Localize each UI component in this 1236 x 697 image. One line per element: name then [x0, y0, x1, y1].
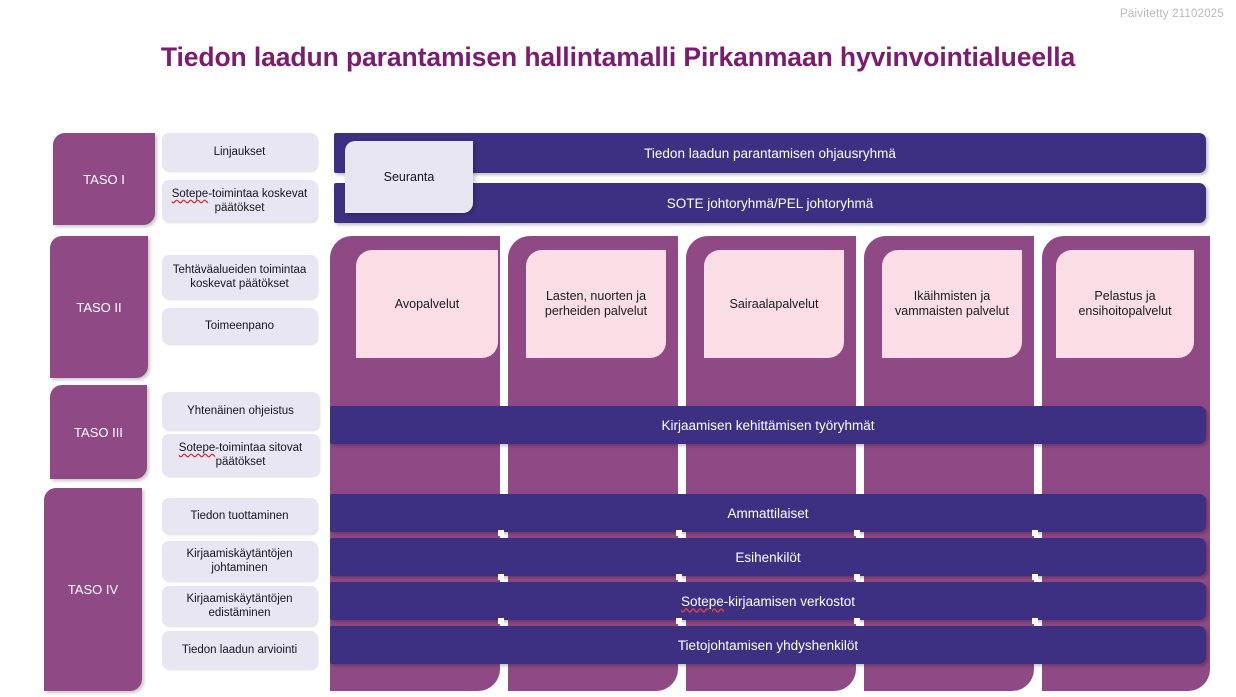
chip-tehtavaalueiden[interactable]: Tehtäväalueiden toimintaa koskevat päätö… — [162, 255, 317, 299]
bar-label-esihenkilot: Esihenkilöt — [735, 549, 801, 565]
selection-handle[interactable] — [854, 530, 860, 536]
bar-label-sote-johtoryhma: SOTE johtoryhmä/PEL johtoryhmä — [666, 195, 874, 211]
chip-label-tehtavaalueiden: Tehtäväalueiden toimintaa koskevat päätö… — [172, 264, 307, 290]
level-label-taso-i: TASO I — [83, 171, 125, 187]
level-label-taso-iii: TASO III — [74, 424, 123, 440]
chip-label-kirjaamiskaytantojen-johtaminen: Kirjaamiskäytäntöjen johtaminen — [186, 548, 293, 574]
chip-tiedon-tuottaminen[interactable]: Tiedon tuottaminen — [162, 498, 317, 534]
selection-handle[interactable] — [498, 618, 504, 624]
spellcheck-underlined-word: Sotepe — [178, 442, 216, 454]
chip-linjaukset[interactable]: Linjaukset — [162, 133, 317, 171]
service-box-5[interactable]: Pelastus ja ensihoitopalvelut — [1056, 250, 1194, 358]
chip-label-kirjaamiskaytantojen-edistaminen: Kirjaamiskäytäntöjen edistäminen — [186, 593, 293, 619]
bar-ohjausryhma[interactable]: Tiedon laadun parantamisen ohjausryhmä — [334, 133, 1206, 173]
chip-label-yhtenainen-ohjeistus: Yhtenäinen ohjeistus — [187, 405, 294, 417]
bar-sote-johtoryhma[interactable]: SOTE johtoryhmä/PEL johtoryhmä — [334, 183, 1206, 223]
level-block-taso-iv[interactable]: TASO IV — [44, 488, 142, 691]
service-box-4[interactable]: Ikäihmisten ja vammaisten palvelut — [882, 250, 1022, 358]
bar-tietojohtamisen-yhdyshenkilot[interactable]: Tietojohtamisen yhdyshenkilöt — [330, 626, 1206, 664]
bar-sotepe-verkostot[interactable]: Sotepe-kirjaamisen verkostot — [330, 582, 1206, 620]
service-label-5: Pelastus ja ensihoitopalvelut — [1078, 289, 1172, 318]
chip-label-linjaukset: Linjaukset — [213, 146, 266, 158]
chip-label-sotepe-toimintaa-koskevat: Sotepe-toimintaa koskevat päätökset — [168, 187, 311, 215]
service-label-3: Sairaalapalvelut — [729, 296, 819, 311]
page-title: Tiedon laadun parantamisen hallintamalli… — [160, 42, 1076, 72]
selection-handle[interactable] — [676, 530, 682, 536]
chip-tiedon-laadun-arviointi[interactable]: Tiedon laadun arviointi — [162, 631, 317, 669]
chip-kirjaamiskaytantojen-edistaminen[interactable]: Kirjaamiskäytäntöjen edistäminen — [162, 586, 317, 626]
level-label-taso-ii: TASO II — [76, 299, 122, 315]
chip-label-rest: -toimintaa koskevat päätökset — [208, 188, 308, 214]
chip-sotepe-toimintaa-sitovat[interactable]: Sotepe-toimintaa sitovat päätökset — [162, 434, 319, 476]
spellcheck-underlined-word: Sotepe — [680, 593, 724, 609]
level-block-taso-i[interactable]: TASO I — [53, 133, 155, 225]
selection-handle[interactable] — [676, 574, 682, 580]
bar-kirjaamisen-tyoryhmat[interactable]: Kirjaamisen kehittämisen työryhmät — [330, 406, 1206, 444]
chip-label-tiedon-tuottaminen: Tiedon tuottaminen — [190, 510, 289, 522]
bar-ammattilaiset[interactable]: Ammattilaiset — [330, 494, 1206, 532]
selection-handle[interactable] — [498, 530, 504, 536]
chip-label-sotepe-toimintaa-sitovat: Sotepe-toimintaa sitovat päätökset — [168, 441, 313, 469]
chip-toimeenpano[interactable]: Toimeenpano — [162, 308, 317, 344]
service-box-3[interactable]: Sairaalapalvelut — [704, 250, 844, 358]
service-label-1: Avopalvelut — [394, 296, 460, 311]
chip-yhtenainen-ohjeistus[interactable]: Yhtenäinen ohjeistus — [162, 392, 319, 430]
bar-label-ammattilaiset: Ammattilaiset — [727, 505, 809, 521]
selection-handle[interactable] — [1032, 574, 1038, 580]
selection-handle[interactable] — [854, 618, 860, 624]
level-block-taso-iii[interactable]: TASO III — [50, 385, 147, 479]
service-label-4: Ikäihmisten ja vammaisten palvelut — [895, 289, 1009, 318]
updated-timestamp: Päivitetty 21102025 — [1120, 8, 1224, 20]
level-label-taso-iv: TASO IV — [67, 582, 119, 597]
level-block-taso-ii[interactable]: TASO II — [50, 236, 148, 378]
chip-sotepe-toimintaa-koskevat[interactable]: Sotepe-toimintaa koskevat päätökset — [162, 180, 317, 222]
bar-label-tietojohtamisen-yhdyshenkilot: Tietojohtamisen yhdyshenkilöt — [677, 637, 859, 653]
service-box-1[interactable]: Avopalvelut — [356, 250, 498, 358]
chip-label-toimeenpano: Toimeenpano — [204, 320, 275, 332]
chip-label-tiedon-laadun-arviointi: Tiedon laadun arviointi — [181, 644, 298, 656]
spellcheck-underlined-word: Sotepe — [171, 188, 209, 200]
selection-handle[interactable] — [1032, 618, 1038, 624]
bar-label-sotepe-verkostot: Sotepe-kirjaamisen verkostot — [681, 594, 855, 609]
selection-handle[interactable] — [676, 618, 682, 624]
bar-esihenkilot[interactable]: Esihenkilöt — [330, 538, 1206, 576]
service-box-2[interactable]: Lasten, nuorten ja perheiden palvelut — [526, 250, 666, 358]
selection-handle[interactable] — [1032, 530, 1038, 536]
bar-label-sotepe-verkostot-rest: -kirjaamisen verkostot — [723, 593, 856, 609]
selection-handle[interactable] — [854, 574, 860, 580]
chip-kirjaamiskaytantojen-johtaminen[interactable]: Kirjaamiskäytäntöjen johtaminen — [162, 541, 317, 581]
bar-label-kirjaamisen-tyoryhmat: Kirjaamisen kehittämisen työryhmät — [661, 417, 875, 433]
service-label-2: Lasten, nuorten ja perheiden palvelut — [544, 289, 648, 318]
bar-label-ohjausryhma: Tiedon laadun parantamisen ohjausryhmä — [644, 145, 896, 161]
selection-handle[interactable] — [498, 574, 504, 580]
seuranta-label: Seuranta — [383, 170, 435, 184]
chip-label-rest: -toimintaa sitovat päätökset — [215, 442, 303, 468]
seuranta-card[interactable]: Seuranta — [345, 141, 473, 213]
